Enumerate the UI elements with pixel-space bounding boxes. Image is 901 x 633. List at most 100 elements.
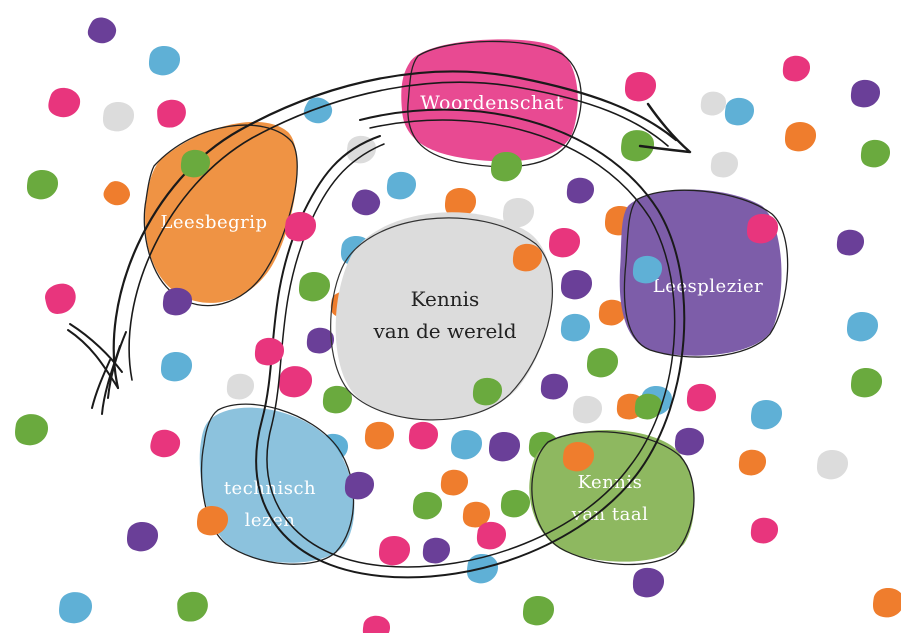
node-technisch-lezen: technisch lezen	[199, 403, 355, 565]
pebble	[226, 373, 255, 400]
pebble	[502, 197, 535, 228]
node-kennis-van-de-wereld: Kennis van de wereld	[330, 212, 554, 421]
leesbegrip-outline	[143, 124, 298, 307]
pebble	[784, 121, 817, 152]
pebble	[860, 139, 891, 168]
pebble	[490, 151, 523, 182]
pebble	[15, 414, 49, 446]
pebble	[48, 88, 80, 118]
woordenschat-label: Woordenschat	[420, 92, 563, 114]
leesplezier-label: Leesplezier	[653, 276, 763, 297]
pebble	[750, 517, 779, 544]
pebble	[836, 229, 865, 256]
pebble	[298, 271, 331, 302]
pebble	[850, 367, 883, 398]
pebble	[846, 311, 879, 342]
pebble	[279, 366, 313, 398]
center-blob	[335, 212, 552, 420]
tail-feather-5	[107, 331, 127, 399]
pebble	[562, 441, 595, 472]
node-leesbegrip: Leesbegrip	[143, 121, 298, 307]
leesplezier-outline	[623, 189, 789, 358]
node-kennis-van-taal: Kennis van taal	[529, 429, 695, 566]
pebble	[303, 97, 333, 124]
pebble	[472, 377, 503, 406]
woordenschat-blob	[401, 39, 578, 162]
pebble	[512, 243, 543, 272]
woordenschat-outline	[407, 40, 582, 168]
pebble	[674, 427, 705, 456]
spiral-outer-stroke-2	[128, 81, 669, 381]
pebble	[351, 189, 381, 216]
pebble	[624, 71, 657, 102]
pebble	[598, 299, 627, 326]
pebble	[157, 99, 186, 128]
overlay-pebbles	[162, 149, 779, 596]
pebble	[59, 592, 93, 624]
pebble	[322, 385, 353, 414]
technisch-blob	[199, 407, 355, 563]
pebble	[344, 471, 375, 500]
pebble	[782, 55, 811, 82]
pebble	[103, 181, 130, 206]
pebble	[87, 17, 117, 44]
pebble	[710, 151, 739, 178]
pebble	[540, 373, 569, 400]
pebble	[45, 283, 76, 314]
tail-feather-2	[69, 323, 123, 373]
pebble	[422, 537, 451, 564]
leesplezier-blob	[619, 189, 782, 356]
pebble	[364, 421, 395, 450]
technisch-label-line2: lezen	[245, 510, 296, 531]
pebble	[750, 399, 783, 430]
pebble	[284, 211, 317, 242]
pebble	[548, 227, 581, 258]
center-label-line1: Kennis	[411, 287, 480, 311]
pebble	[378, 535, 411, 566]
pebble	[850, 79, 881, 108]
pebble	[412, 491, 443, 520]
spiral-arrowhead	[638, 102, 692, 154]
pebble	[746, 213, 779, 244]
pebble	[386, 171, 417, 200]
pebble	[444, 187, 477, 218]
node-leesplezier: Leesplezier	[619, 189, 789, 358]
pebble	[621, 130, 655, 162]
tail-feather-3	[91, 359, 111, 409]
pebble	[160, 351, 193, 382]
pebble	[476, 521, 507, 550]
node-woordenschat: Woordenschat	[401, 39, 582, 168]
center-outline	[330, 217, 554, 421]
spiral-outer-stroke	[112, 70, 678, 390]
kennis-taal-label-line2: van taal	[571, 504, 649, 525]
pebble	[126, 521, 159, 552]
pebble	[724, 97, 755, 126]
pebble	[150, 429, 180, 458]
pebble	[450, 429, 483, 460]
pebble	[572, 395, 603, 424]
pebble	[566, 177, 595, 204]
spiral-inner-loop	[255, 108, 686, 579]
pebble	[700, 91, 727, 116]
pebble	[632, 567, 663, 596]
spiral-arrow	[67, 70, 692, 579]
pebble	[26, 169, 59, 200]
pebble	[560, 269, 593, 300]
pebble	[346, 135, 377, 164]
leesbegrip-label: Leesbegrip	[160, 212, 267, 233]
pebble	[522, 595, 555, 626]
pebble	[148, 45, 181, 76]
pebble	[586, 347, 619, 378]
pebble	[560, 313, 591, 342]
pebble	[177, 591, 208, 622]
pebble	[440, 469, 469, 496]
pebble	[408, 421, 439, 450]
pebble	[196, 505, 229, 536]
spiral-inner-loop-2	[266, 119, 676, 568]
pebble	[254, 337, 285, 366]
center-label-line2: van de wereld	[372, 319, 516, 343]
pebble	[634, 393, 663, 420]
pebble	[488, 431, 521, 462]
pebble	[306, 327, 335, 354]
